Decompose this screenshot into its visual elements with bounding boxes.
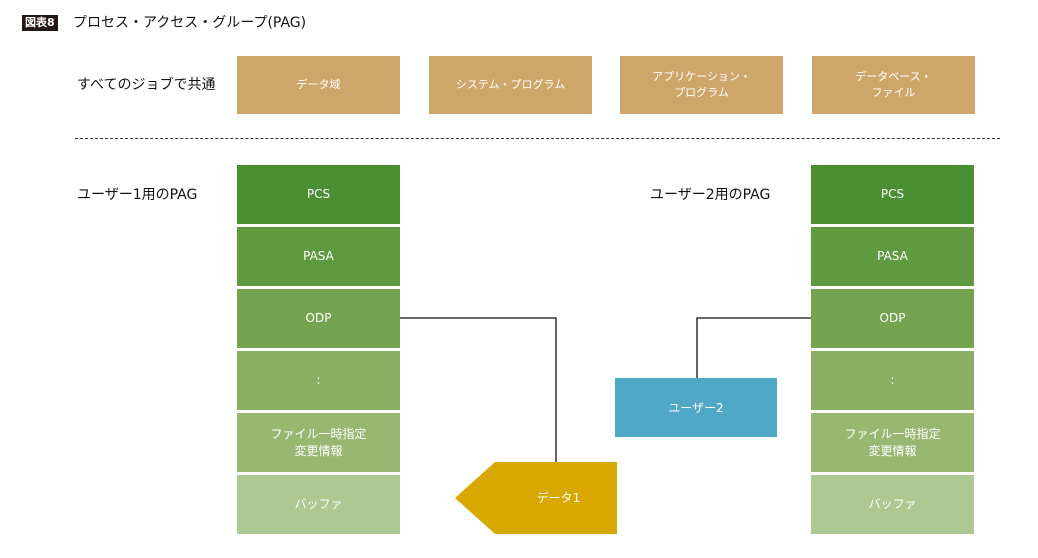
connector-user2-to-user2-odp xyxy=(696,317,811,378)
user1-pag-block-1: PASA xyxy=(237,227,400,286)
user1-pag-block-5: バッファ xyxy=(237,475,400,534)
user1-pag-block-4: ファイル一時指定 変更情報 xyxy=(237,413,400,472)
user1-pag-block-0: PCS xyxy=(237,165,400,224)
figure-title: プロセス・アクセス・グループ(PAG) xyxy=(73,15,307,31)
user2-pag-block-3: : xyxy=(811,351,974,410)
user2-pag-block-4: ファイル一時指定 変更情報 xyxy=(811,413,974,472)
data1-label: データ1 xyxy=(536,491,581,505)
user1-pag-block-3: : xyxy=(237,351,400,410)
shared-box-application-program: アプリケーション・ プログラム xyxy=(620,56,783,114)
section-divider xyxy=(75,138,1000,139)
shared-box-database-file: データベース・ ファイル xyxy=(812,56,975,114)
user2-box: ユーザー2 xyxy=(615,378,777,437)
figure-badge: 図表8 xyxy=(22,15,58,31)
shared-box-system-program: システム・プログラム xyxy=(429,56,592,114)
user1-pag-label: ユーザー1用のPAG xyxy=(77,187,198,203)
shared-box-data-area: データ域 xyxy=(237,56,400,114)
connector-user1-odp-to-data1 xyxy=(400,317,557,462)
user2-pag-block-2: ODP xyxy=(811,289,974,348)
user1-pag-block-2: ODP xyxy=(237,289,400,348)
user2-pag-label: ユーザー2用のPAG xyxy=(650,187,771,203)
user2-pag-block-0: PCS xyxy=(811,165,974,224)
user2-pag-block-1: PASA xyxy=(811,227,974,286)
user2-pag-block-5: バッファ xyxy=(811,475,974,534)
shared-row-label: すべてのジョブで共通 xyxy=(77,77,216,93)
